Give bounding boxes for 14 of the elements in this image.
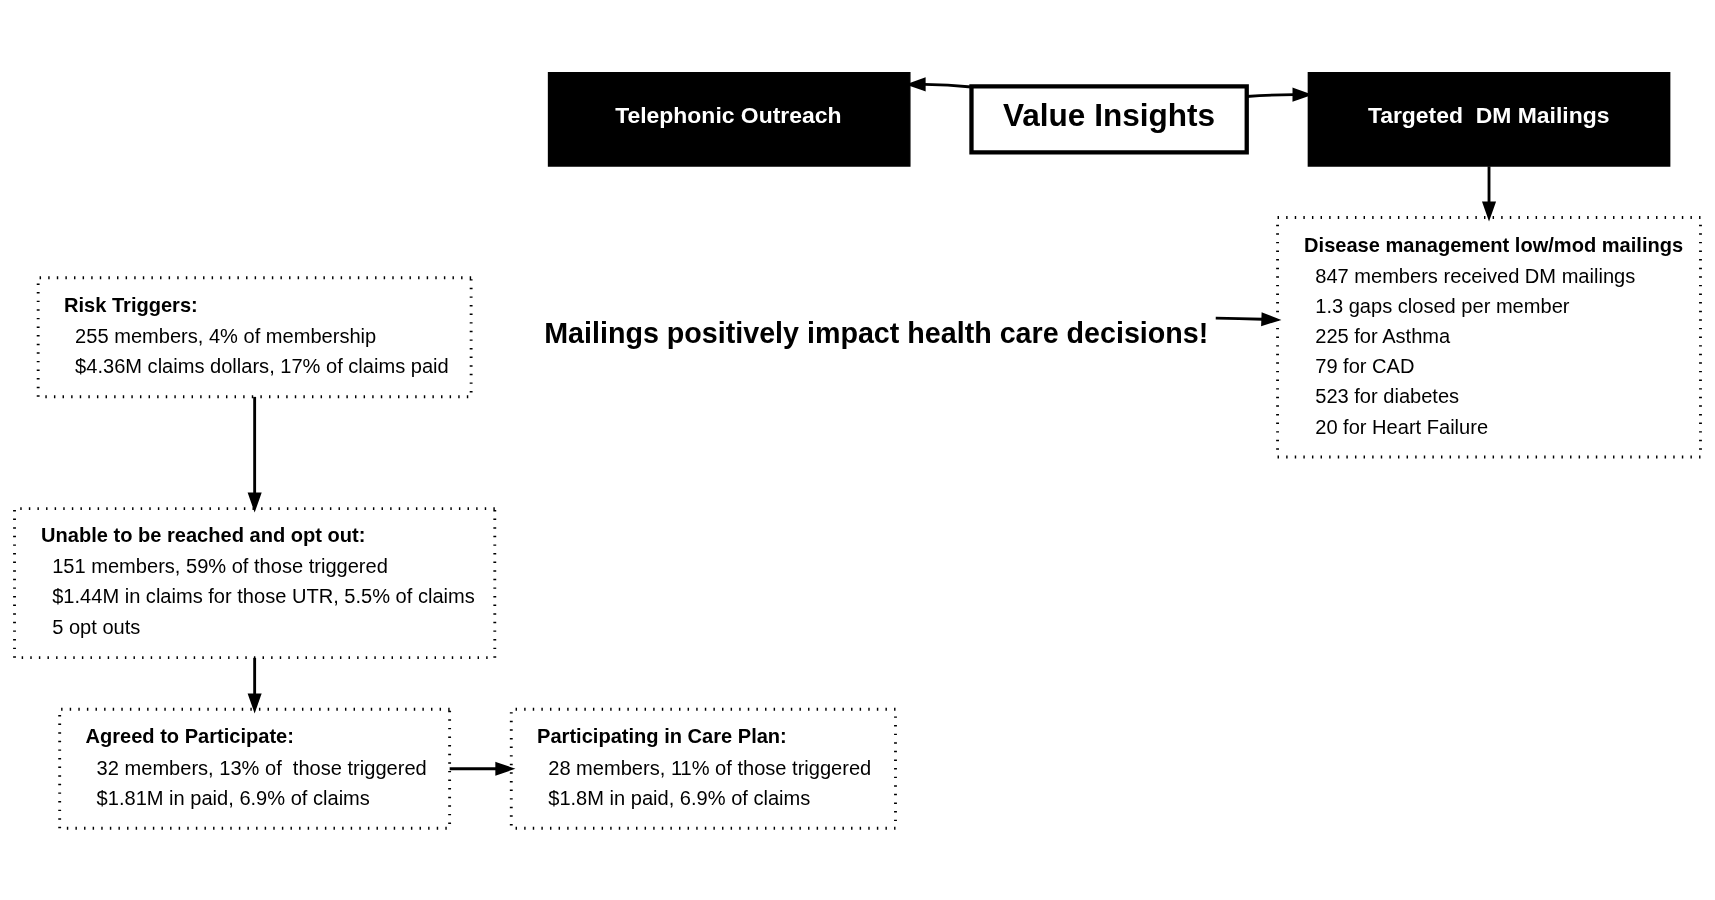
node-box: Participating in Care Plan: 28 members, 11% of those triggered $1.8M in paid, 6.9% of claims: [509, 707, 897, 830]
node-text: Mailings positively impact health care decisions!: [544, 316, 1209, 349]
node-box: Risk Triggers: 255 members, 4% of membership $4.36M claims dollars, 17% of claims paid: [36, 275, 473, 398]
node-box: Targeted DM Mailings: [1307, 71, 1671, 167]
node-box: Agreed to Participate: 32 members, 13% of those triggered $1.81M in paid, 6.9% of claims: [58, 707, 452, 830]
arrow: [1481, 165, 1497, 222]
node-box: Disease management low/mod mailings 847 members received DM mailings 1.3 gaps closed per member 225 for Asthma 79 for CAD 523 for diabetes 20 for Heart Failure: [1276, 215, 1702, 458]
node-box: Unable to be reached and opt out: 151 members, 59% of those triggered $1.44M in claims for those UTR, 5.5% of claims 5 opt outs: [13, 506, 497, 659]
node-box: Value Insights: [969, 83, 1249, 154]
node-box: Telephonic Outreach: [547, 71, 911, 167]
arrow: [247, 396, 262, 513]
arrow: [247, 657, 262, 714]
arrow: [449, 761, 516, 776]
arrow: [1215, 311, 1282, 326]
